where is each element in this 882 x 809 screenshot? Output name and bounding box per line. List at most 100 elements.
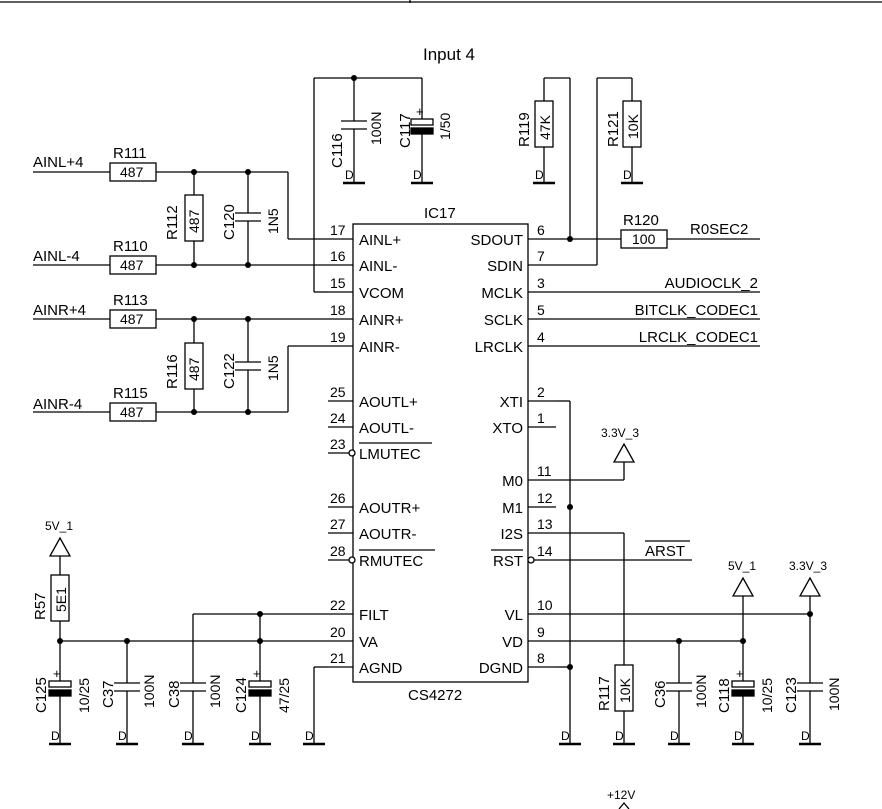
pin-name: SCLK <box>484 312 523 329</box>
net-label-audioclk: AUDIOCLK_2 <box>665 275 758 292</box>
sheet-title: Input 4 <box>423 45 475 64</box>
pin-num: 16 <box>330 248 346 264</box>
pin-num: 2 <box>537 384 545 400</box>
pin-name: AOUTR- <box>359 526 417 543</box>
pin-name: MCLK <box>481 285 523 302</box>
pin-num: 6 <box>537 222 545 238</box>
pin-num: 26 <box>330 490 346 506</box>
pin-num: 1 <box>537 410 545 426</box>
svg-text:R113: R113 <box>113 292 148 309</box>
svg-text:C125: C125 <box>33 677 50 713</box>
svg-text:47K: 47K <box>537 114 553 140</box>
net-label-bitclk: BITCLK_CODEC1 <box>635 302 758 319</box>
svg-text:10K: 10K <box>625 113 641 139</box>
svg-text:D: D <box>184 729 193 743</box>
analog-supply: 5V_1 R57 5E1 + C125 10/25 D C37 100N D <box>32 519 328 746</box>
svg-text:3.3V_3: 3.3V_3 <box>601 426 639 440</box>
mode-control: D 3.3V_3 R117 10K D ARST <box>556 400 692 746</box>
pin-num: 7 <box>537 248 545 264</box>
svg-text:1N5: 1N5 <box>265 355 281 381</box>
svg-text:C38: C38 <box>166 680 183 708</box>
svg-text:487: 487 <box>186 209 202 233</box>
svg-text:100N: 100N <box>141 675 157 708</box>
svg-text:D: D <box>345 168 354 182</box>
svg-text:D: D <box>251 729 260 743</box>
net-label-ainl-p: AINL+4 <box>33 154 83 171</box>
pin-num: 27 <box>330 516 346 532</box>
pin-name: AINL+ <box>359 232 401 249</box>
svg-text:100N: 100N <box>207 675 223 708</box>
svg-text:R115: R115 <box>113 385 148 402</box>
svg-text:100N: 100N <box>368 112 384 145</box>
pin-name: AOUTR+ <box>359 500 421 517</box>
pin-name: RMUTEC <box>359 553 423 570</box>
pin-num: 13 <box>537 516 553 532</box>
pin-num: 15 <box>330 275 346 291</box>
pin-num: 3 <box>537 275 545 291</box>
pin-num: 9 <box>537 624 545 640</box>
pin-name: AINL- <box>359 258 397 275</box>
svg-text:3.3V_3: 3.3V_3 <box>789 559 827 573</box>
svg-text:10/25: 10/25 <box>759 678 775 713</box>
net-label-r0sec2: R0SEC2 <box>690 221 748 238</box>
svg-text:487: 487 <box>120 257 144 273</box>
pin-num: 25 <box>330 384 346 400</box>
power-5v-arrow <box>48 536 72 557</box>
pin-num: 28 <box>330 543 346 559</box>
pin-name: AINR+ <box>359 312 404 329</box>
svg-text:R117: R117 <box>596 676 613 711</box>
pin-name: DGND <box>479 660 523 677</box>
pin-name: LRCLK <box>475 339 523 356</box>
net-label-ainr-p: AINR+4 <box>33 302 86 319</box>
pin-name: SDIN <box>487 258 523 275</box>
pin-name: VCOM <box>359 285 404 302</box>
pin-name: RST <box>493 553 523 570</box>
svg-text:R120: R120 <box>623 212 659 229</box>
svg-text:5V_1: 5V_1 <box>728 559 756 573</box>
svg-text:R57: R57 <box>32 592 49 620</box>
pin-num: 20 <box>330 624 346 640</box>
pin-name: VD <box>502 634 523 651</box>
svg-text:+: + <box>736 666 744 681</box>
digital-supply: 3.3V_3 5V_1 C36 100N D + C118 10/25 D C1 <box>556 559 842 809</box>
pin-name: AOUTL- <box>359 420 414 437</box>
pin-num: 14 <box>537 543 553 559</box>
svg-text:10/25: 10/25 <box>76 678 92 713</box>
svg-text:+: + <box>416 104 424 119</box>
svg-text:10K: 10K <box>617 677 633 703</box>
svg-text:D: D <box>561 729 570 743</box>
svg-text:R110: R110 <box>113 238 148 255</box>
svg-text:C124: C124 <box>233 677 250 713</box>
ic-part-number: CS4272 <box>408 687 462 704</box>
serial-interface: R120 100 R0SEC2 R119 47K D R121 10K D AU… <box>516 77 760 347</box>
svg-text:100: 100 <box>632 231 656 247</box>
svg-text:C118: C118 <box>716 678 733 713</box>
svg-text:R119: R119 <box>516 112 533 147</box>
svg-text:R116: R116 <box>164 354 181 389</box>
svg-text:D: D <box>51 729 60 743</box>
ic-reference: IC17 <box>424 205 456 222</box>
svg-text:R121: R121 <box>605 111 622 147</box>
pin-num: 22 <box>330 597 346 613</box>
pin-name: LMUTEC <box>359 446 421 463</box>
pin-name: SDOUT <box>471 232 524 249</box>
svg-text:D: D <box>670 729 679 743</box>
svg-text:100N: 100N <box>826 678 842 711</box>
vcom-decoupling: C116 100N D + C117 1/50 D <box>313 75 453 293</box>
svg-text:+: + <box>253 666 261 681</box>
svg-text:R112: R112 <box>164 205 181 240</box>
pin-name: I2S <box>500 526 523 543</box>
svg-text:D: D <box>615 729 624 743</box>
net-label-ainl-n: AINL-4 <box>33 248 80 265</box>
pin-num: 5 <box>537 302 545 318</box>
svg-text:5E1: 5E1 <box>53 587 69 612</box>
input-network: AINL+4 AINL-4 AINR+4 AINR-4 R111 487 R11… <box>33 145 328 422</box>
pin-num: 24 <box>330 410 346 426</box>
svg-text:D: D <box>535 168 544 182</box>
svg-text:1N5: 1N5 <box>265 208 281 234</box>
svg-text:D: D <box>623 168 632 182</box>
svg-text:487: 487 <box>120 404 144 420</box>
svg-text:D: D <box>413 168 422 182</box>
capacitor-c120-ref: C120 <box>221 204 238 240</box>
